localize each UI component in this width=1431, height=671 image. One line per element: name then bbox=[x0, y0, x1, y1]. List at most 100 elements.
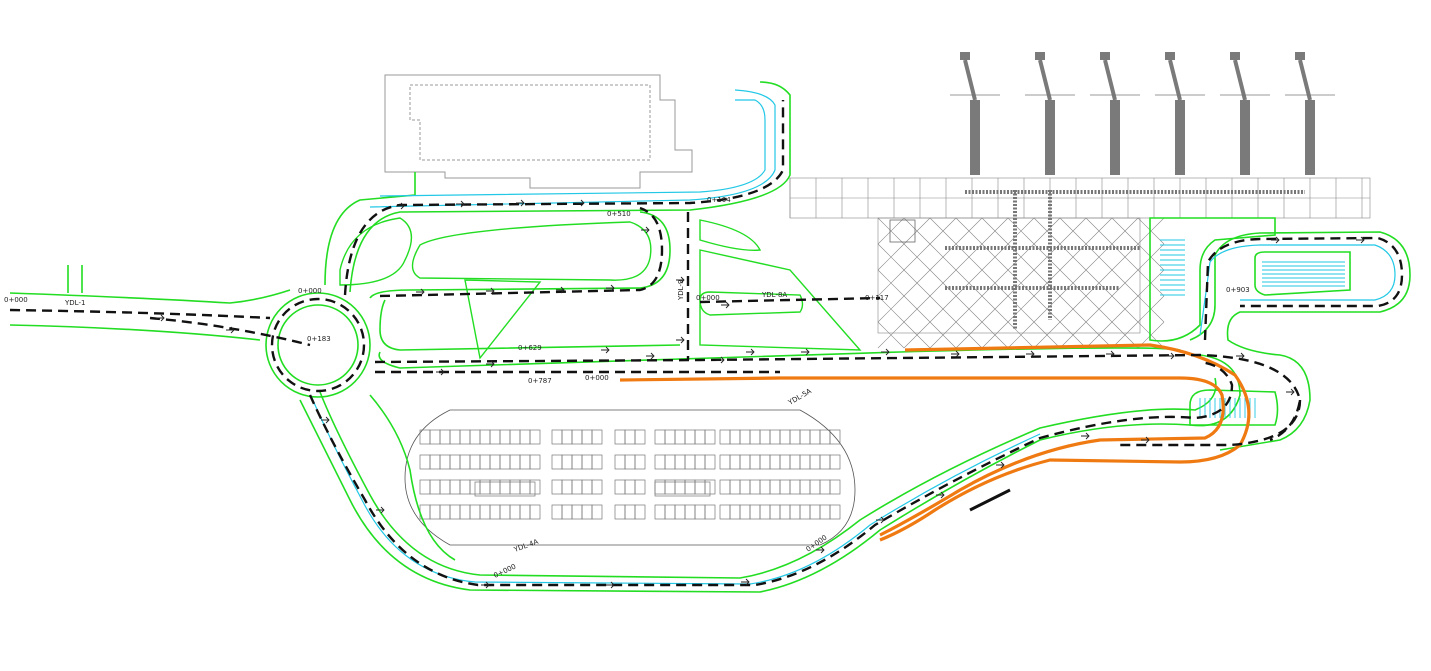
parking-stall bbox=[694, 504, 706, 520]
jet-bridge-arm bbox=[1103, 59, 1117, 101]
parking-stall bbox=[779, 454, 791, 470]
station-markers bbox=[156, 199, 1365, 589]
label-loop-104: 0+104 bbox=[707, 196, 731, 204]
apron-grid-cell bbox=[929, 269, 957, 297]
parking-stall bbox=[469, 429, 481, 445]
parking-stall bbox=[704, 454, 716, 470]
apron-grid-cell bbox=[1137, 295, 1165, 323]
parking-stall bbox=[561, 454, 573, 470]
parking-stall bbox=[749, 429, 761, 445]
parking-stall bbox=[769, 429, 781, 445]
apron-grid-cell bbox=[981, 269, 1009, 297]
label-station-000c: 0+000 bbox=[585, 374, 609, 382]
parking-stall bbox=[499, 504, 511, 520]
direction-arrow bbox=[396, 202, 405, 210]
parking-stall bbox=[529, 429, 541, 445]
parking-stall bbox=[429, 454, 441, 470]
tower-block bbox=[889, 219, 916, 243]
apron-grid-cell bbox=[1033, 269, 1061, 297]
parking-stall bbox=[439, 454, 451, 470]
direction-arrow bbox=[416, 288, 425, 296]
parking-stall bbox=[449, 454, 461, 470]
parking-stall bbox=[489, 454, 501, 470]
apron-grid-cell bbox=[903, 321, 931, 349]
direction-arrow bbox=[486, 287, 495, 295]
parking-stall bbox=[419, 429, 431, 445]
concourse-grid bbox=[789, 52, 1371, 349]
jet-bridge bbox=[1110, 100, 1120, 175]
parking-stall bbox=[449, 479, 461, 495]
parking-stall bbox=[581, 504, 593, 520]
parking-stall bbox=[591, 504, 603, 520]
scale-bar bbox=[969, 488, 1011, 512]
parking-stall bbox=[654, 504, 666, 520]
parking-stall bbox=[634, 454, 646, 470]
direction-arrow bbox=[741, 578, 750, 586]
parking-stall bbox=[459, 429, 471, 445]
jet-bridge-arm bbox=[963, 59, 977, 101]
parking-stall bbox=[561, 479, 573, 495]
parking-stall bbox=[634, 504, 646, 520]
apron-grid-cell bbox=[903, 243, 931, 271]
direction-arrow bbox=[576, 199, 585, 207]
centerlines bbox=[9, 100, 1404, 587]
parking-stall bbox=[519, 504, 531, 520]
direction-arrow bbox=[676, 336, 685, 344]
parking-stall bbox=[469, 504, 481, 520]
apron-grid-cell bbox=[1059, 295, 1087, 323]
direction-arrow bbox=[1141, 436, 1150, 444]
parking-stall bbox=[551, 504, 563, 520]
jet-bridge bbox=[1240, 100, 1250, 175]
apron-grid-cell bbox=[955, 217, 983, 245]
direction-arrow bbox=[481, 581, 490, 589]
parking-stall bbox=[789, 454, 801, 470]
direction-arrow bbox=[1356, 236, 1365, 244]
label-start-station: 0+000 bbox=[4, 296, 28, 304]
direction-arrow bbox=[876, 516, 885, 524]
apron-grid-cell bbox=[1033, 321, 1061, 349]
direction-arrow bbox=[716, 356, 725, 364]
gate-head bbox=[1100, 52, 1110, 60]
apron-grid-cell bbox=[929, 321, 957, 349]
parking-stall bbox=[449, 429, 461, 445]
parking-stall bbox=[571, 479, 583, 495]
parking-stall bbox=[459, 454, 471, 470]
parking-stall bbox=[509, 429, 521, 445]
parking-stall bbox=[519, 454, 531, 470]
parking-stall bbox=[829, 504, 841, 520]
direction-arrow bbox=[746, 348, 755, 356]
apron-grid-cell bbox=[1059, 321, 1087, 349]
parking-stall bbox=[624, 479, 636, 495]
jet-bridge-arm bbox=[1038, 59, 1052, 101]
jet-bridge bbox=[970, 100, 980, 175]
direction-arrow bbox=[1081, 432, 1090, 440]
parking-stall bbox=[704, 429, 716, 445]
parking-stall bbox=[519, 429, 531, 445]
parking-stall bbox=[509, 504, 521, 520]
parking-stall bbox=[719, 479, 731, 495]
lot-island bbox=[654, 481, 711, 497]
parking-stall bbox=[624, 429, 636, 445]
parking-stall bbox=[571, 504, 583, 520]
apron-grid-cell bbox=[1033, 295, 1061, 323]
apron-grid-cell bbox=[1111, 217, 1139, 245]
parking-stall bbox=[729, 479, 741, 495]
label-ramp-8a-end: 0+117 bbox=[865, 294, 889, 302]
direction-arrow bbox=[646, 352, 655, 360]
label-station-bottom: 0+000 bbox=[492, 563, 517, 580]
direction-arrow bbox=[436, 368, 445, 376]
apron-grid-cell bbox=[1137, 217, 1165, 245]
direction-arrow bbox=[156, 314, 165, 322]
parking-stall bbox=[684, 454, 696, 470]
parking-stall bbox=[739, 504, 751, 520]
parking-stall bbox=[739, 429, 751, 445]
parking-stall bbox=[561, 504, 573, 520]
label-station-903: 0+903 bbox=[1226, 286, 1250, 294]
direction-arrow bbox=[721, 301, 730, 309]
parking-stall bbox=[674, 504, 686, 520]
label-ramp-8a-start: 0+000 bbox=[696, 294, 720, 302]
parking-stall bbox=[719, 429, 731, 445]
apron-grid-cell bbox=[929, 243, 957, 271]
parking-stall bbox=[654, 454, 666, 470]
label-vertical-route: YDL-9 bbox=[677, 280, 685, 301]
